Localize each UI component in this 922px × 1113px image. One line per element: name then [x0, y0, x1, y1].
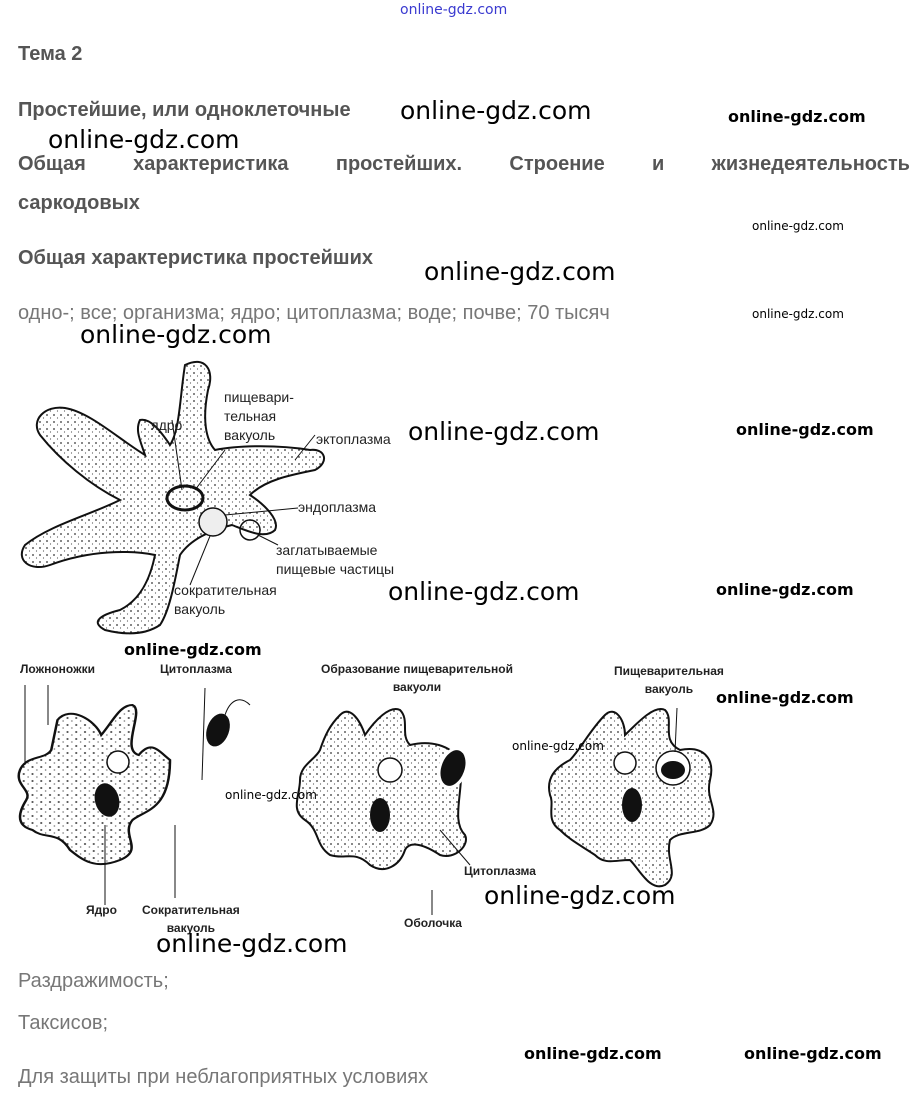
label-line: заглатываемые	[276, 542, 378, 558]
subsection-title-line2: саркодовых	[18, 192, 140, 214]
label-membrane: Оболочка	[404, 916, 462, 930]
label-line: вакуоль	[644, 682, 694, 696]
watermark: online-gdz.com	[80, 320, 272, 349]
title-word: Строение	[509, 153, 605, 175]
watermark: online-gdz.com	[744, 1044, 882, 1063]
title-word: Общая	[18, 153, 86, 175]
label-line: пищевые частицы	[276, 561, 395, 577]
watermark-top: online-gdz.com	[400, 2, 508, 18]
watermark: online-gdz.com	[752, 307, 844, 321]
watermark: online-gdz.com	[124, 640, 262, 659]
watermark: online-gdz.com	[484, 881, 676, 910]
label-digestive-vacuole-2: Пищеварительная вакуоль	[614, 662, 724, 698]
label-digestive-vacuole: пищевари- тельная вакуоль	[224, 388, 294, 445]
label-line: Сократительная	[142, 903, 240, 917]
topic-label: Тема 2	[18, 43, 83, 65]
watermark: online-gdz.com	[716, 580, 854, 599]
label-cytoplasm-1: Цитоплазма	[160, 662, 232, 676]
title-word: простейших.	[335, 153, 463, 175]
label-nucleus: ядро	[151, 417, 183, 433]
amoeba-diagram-1	[20, 360, 325, 635]
watermark: online-gdz.com	[156, 929, 348, 958]
section-title: Простейшие, или одноклеточные	[18, 99, 351, 121]
watermark: online-gdz.com	[512, 739, 604, 753]
title-word: характеристика	[133, 153, 289, 175]
label-line: Пищеварительная	[614, 664, 724, 678]
watermark: online-gdz.com	[752, 219, 844, 233]
subsection-title: Общая характеристика простейших. Строени…	[18, 153, 910, 176]
label-line: сократительная	[174, 582, 277, 598]
answer-2: Раздражимость;	[18, 970, 169, 992]
title-word: и	[652, 153, 665, 175]
watermark: online-gdz.com	[388, 577, 580, 606]
watermark: online-gdz.com	[408, 417, 600, 446]
watermark: online-gdz.com	[728, 107, 866, 126]
label-food-particles: заглатываемые пищевые частицы	[276, 541, 394, 579]
label-line: Образование пищеварительной	[321, 662, 513, 676]
watermark: online-gdz.com	[736, 420, 874, 439]
label-ectoplasm: эктоплазма	[316, 431, 391, 447]
label-line: вакуоль	[166, 921, 216, 935]
label-line: вакуоль	[174, 601, 226, 617]
label-cytoplasm-2: Цитоплазма	[464, 864, 536, 878]
answer-3: Таксисов;	[18, 1012, 109, 1034]
label-line: пищевари-	[224, 389, 294, 405]
label-line: вакуоли	[392, 680, 442, 694]
label-nucleus-2: Ядро	[86, 903, 117, 917]
watermark: online-gdz.com	[424, 257, 616, 286]
label-contractile-vacuole-2: Сократительная вакуоль	[142, 901, 240, 937]
watermark: online-gdz.com	[716, 688, 854, 707]
label-formation: Образование пищеварительной вакуоли	[321, 660, 513, 696]
amoeba-diagram-2	[17, 685, 715, 915]
heading: Общая характеристика простейших	[18, 247, 373, 269]
title-word: жизнедеятельность	[711, 153, 910, 175]
label-endoplasm: эндоплазма	[298, 499, 377, 515]
label-pseudopodia: Ложноножки	[20, 662, 95, 676]
label-line: тельная	[224, 408, 277, 424]
watermark: online-gdz.com	[225, 788, 317, 802]
answer-1: одно-; все; организма; ядро; цитоплазма;…	[18, 302, 610, 324]
amoeba-2	[295, 708, 471, 915]
label-line: вакуоль	[224, 427, 276, 443]
answer-4: Для защиты при неблагоприятных условиях	[18, 1066, 429, 1088]
label-contractile-vacuole: сократительная вакуоль	[174, 581, 277, 619]
watermark: online-gdz.com	[48, 125, 240, 154]
amoeba-3	[548, 707, 715, 888]
amoeba-1	[17, 685, 251, 905]
watermark: online-gdz.com	[400, 96, 592, 125]
watermark: online-gdz.com	[524, 1044, 662, 1063]
